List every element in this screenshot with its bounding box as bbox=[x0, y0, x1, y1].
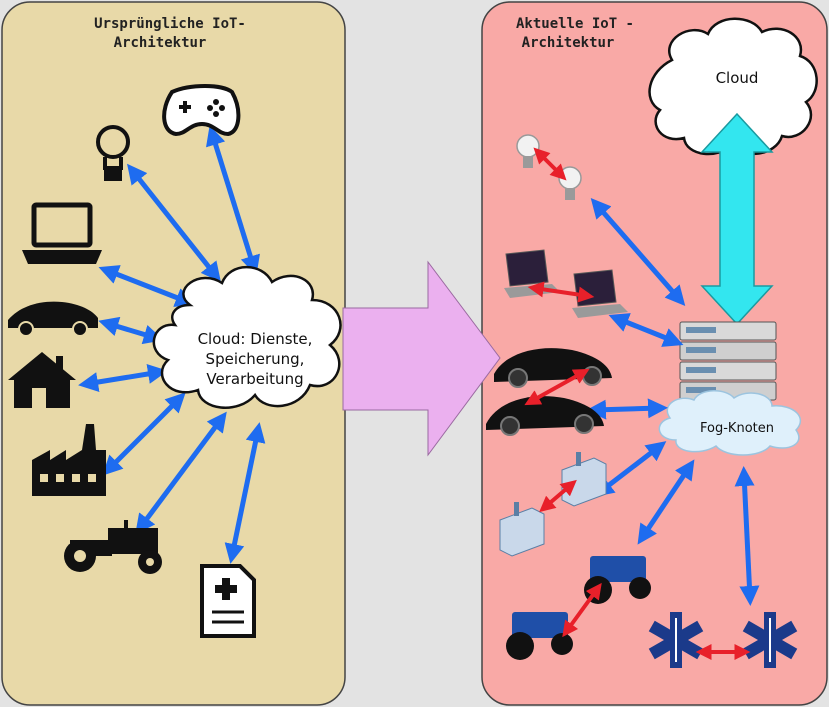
fog-node-label: Fog-Knoten bbox=[700, 421, 774, 436]
medical-star-pair-icon bbox=[648, 612, 798, 668]
fog-cloud bbox=[658, 390, 802, 456]
tractor-icon bbox=[64, 520, 162, 574]
laptop-icon bbox=[22, 202, 102, 264]
right-title-line2: Architektur bbox=[522, 35, 615, 51]
right-title-line1: Aktuelle IoT - bbox=[516, 16, 634, 32]
house-icon bbox=[8, 352, 76, 408]
factory-icon bbox=[32, 424, 106, 496]
left-title-line2: Architektur bbox=[114, 35, 207, 51]
medical-document-icon bbox=[200, 564, 256, 638]
left-cloud bbox=[152, 266, 342, 409]
fog-node-server bbox=[679, 321, 777, 401]
right-connection-arrows bbox=[586, 197, 760, 606]
left-connection-arrows bbox=[78, 125, 266, 564]
right-cloud-label: Cloud bbox=[716, 69, 759, 87]
car-icon bbox=[8, 301, 98, 337]
sports-car-pair-icon bbox=[486, 348, 612, 436]
left-cloud-line1: Cloud: Dienste, bbox=[198, 330, 313, 348]
lightbulb-icon bbox=[96, 125, 130, 181]
factory-pair-icon bbox=[499, 452, 607, 557]
left-title-line1: Ursprüngliche IoT- bbox=[94, 16, 246, 32]
tractor-pair-icon bbox=[506, 556, 651, 660]
gamepad-icon bbox=[162, 84, 241, 137]
left-cloud-line2: Speicherung, bbox=[206, 350, 305, 368]
right-cloud bbox=[648, 17, 818, 156]
transition-arrow bbox=[342, 260, 501, 457]
lightbulb-pair-icon bbox=[516, 134, 582, 200]
left-cloud-line3: Verarbeitung bbox=[206, 370, 303, 388]
laptop-pair-icon bbox=[504, 249, 628, 318]
